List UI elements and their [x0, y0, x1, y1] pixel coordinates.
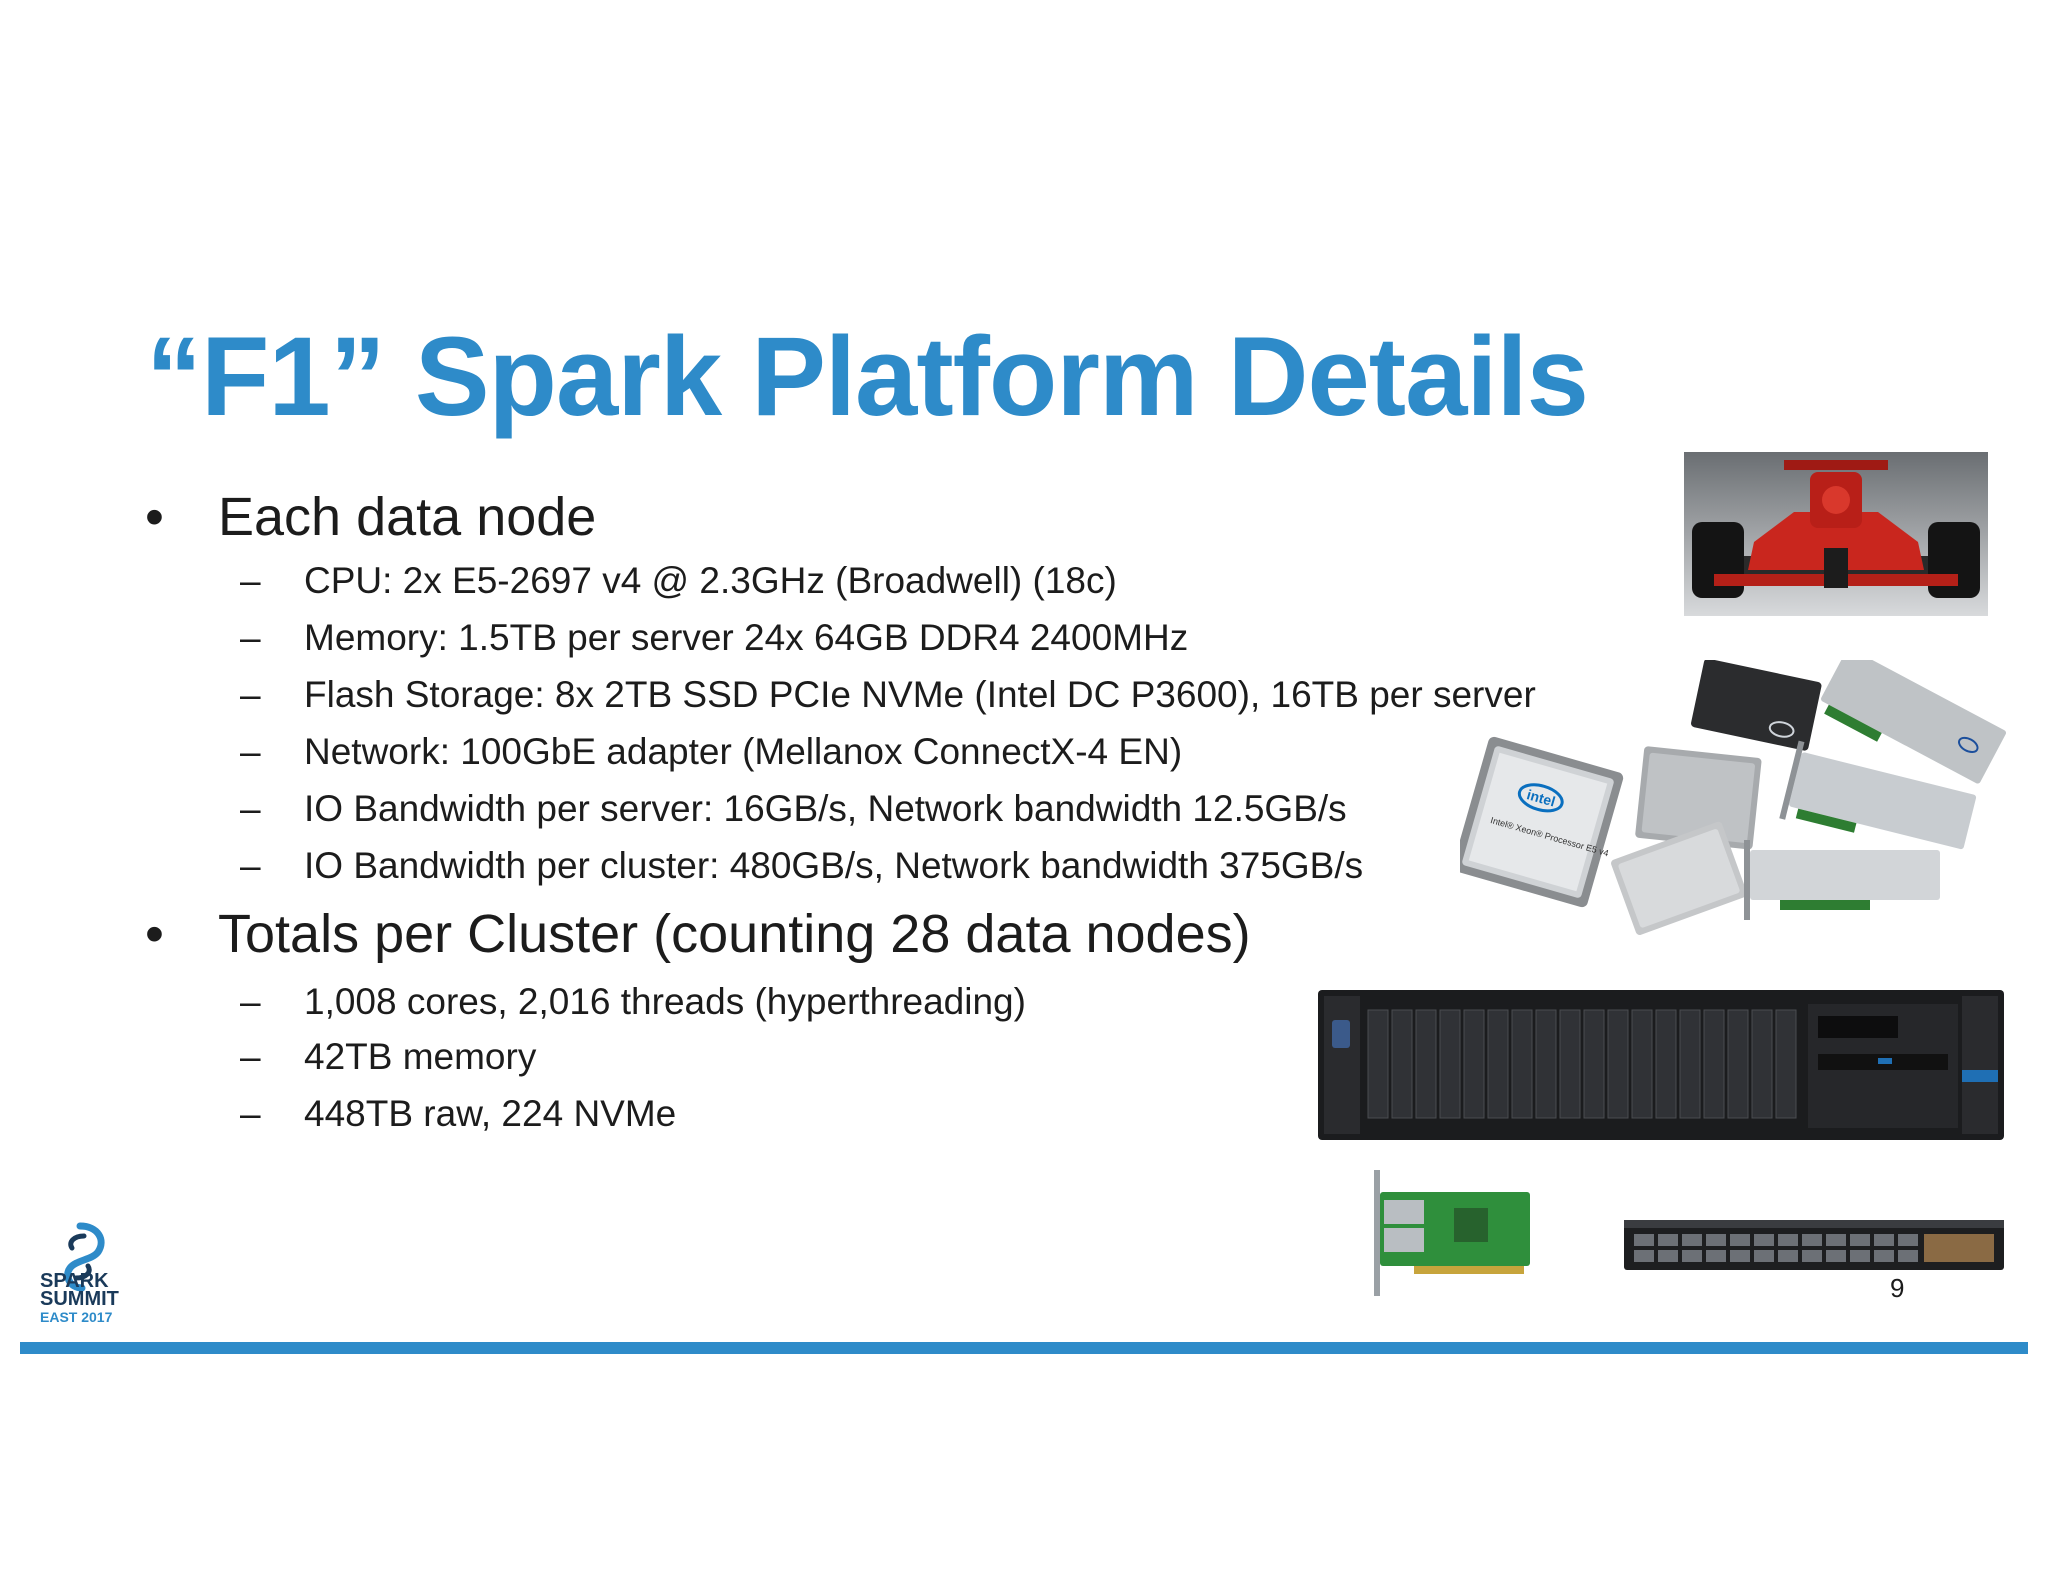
- sub-bullet-text: Flash Storage: 8x 2TB SSD PCIe NVMe (Int…: [304, 674, 1536, 715]
- logo-line-1: SPARK: [40, 1270, 109, 1292]
- page-number: 9: [1890, 1273, 1905, 1303]
- sub-bullet-text: Memory: 1.5TB per server 24x 64GB DDR4 2…: [304, 617, 1189, 658]
- sub-bullet-text: 42TB memory: [304, 1036, 537, 1077]
- bullet-dot: •: [145, 487, 164, 547]
- sub-bullet-text: Network: 100GbE adapter (Mellanox Connec…: [304, 731, 1183, 772]
- dash: –: [240, 981, 261, 1022]
- sub-bullet-text: IO Bandwidth per cluster: 480GB/s, Netwo…: [304, 845, 1364, 886]
- dash: –: [240, 674, 261, 715]
- sub-bullet-text: 448TB raw, 224 NVMe: [304, 1093, 677, 1134]
- bullet-list: • Each data node – CPU: 2x E5-2697 v4 @ 2…: [145, 487, 1600, 1134]
- dash: –: [240, 1036, 261, 1077]
- dash: –: [240, 1093, 261, 1134]
- dash: –: [240, 560, 261, 601]
- sub-bullet-text: CPU: 2x E5-2697 v4 @ 2.3GHz (Broadwell) …: [304, 560, 1117, 601]
- f1-car-image: [1684, 452, 1988, 616]
- network-switch-image: [1624, 1220, 2004, 1270]
- bullet-heading: Totals per Cluster (counting 28 data nod…: [218, 904, 1251, 964]
- spark-summit-logo-text: SPARK SUMMIT EAST 2017: [40, 1270, 119, 1326]
- dash: –: [240, 731, 261, 772]
- bullet-heading: Each data node: [218, 487, 597, 547]
- dash: –: [240, 845, 261, 886]
- bottom-accent-bar: [20, 1342, 2028, 1354]
- sub-bullet: – Flash Storage: 8x 2TB SSD PCIe NVMe (In…: [240, 674, 1600, 720]
- slide-title: “F1” Spark Platform Details: [146, 314, 1589, 439]
- intel-logo-text: intel: [1525, 786, 1557, 809]
- dash: –: [240, 788, 261, 829]
- sub-bullet-text: IO Bandwidth per server: 16GB/s, Network…: [304, 788, 1347, 829]
- logo-line-2: SUMMIT: [40, 1288, 119, 1310]
- bullet-dot: •: [145, 904, 164, 964]
- server-image: [1318, 990, 2004, 1140]
- logo-line-3: EAST 2017: [40, 1309, 113, 1325]
- storage-and-cpu-image: intel Intel® Xeon® Processor E5 v4: [1460, 660, 2007, 935]
- sub-bullet-text: 1,008 cores, 2,016 threads (hyperthreadi…: [304, 981, 1026, 1022]
- spark-summit-logo-icon: [64, 1222, 105, 1292]
- network-adapter-image: [1374, 1170, 1530, 1296]
- dash: –: [240, 617, 261, 658]
